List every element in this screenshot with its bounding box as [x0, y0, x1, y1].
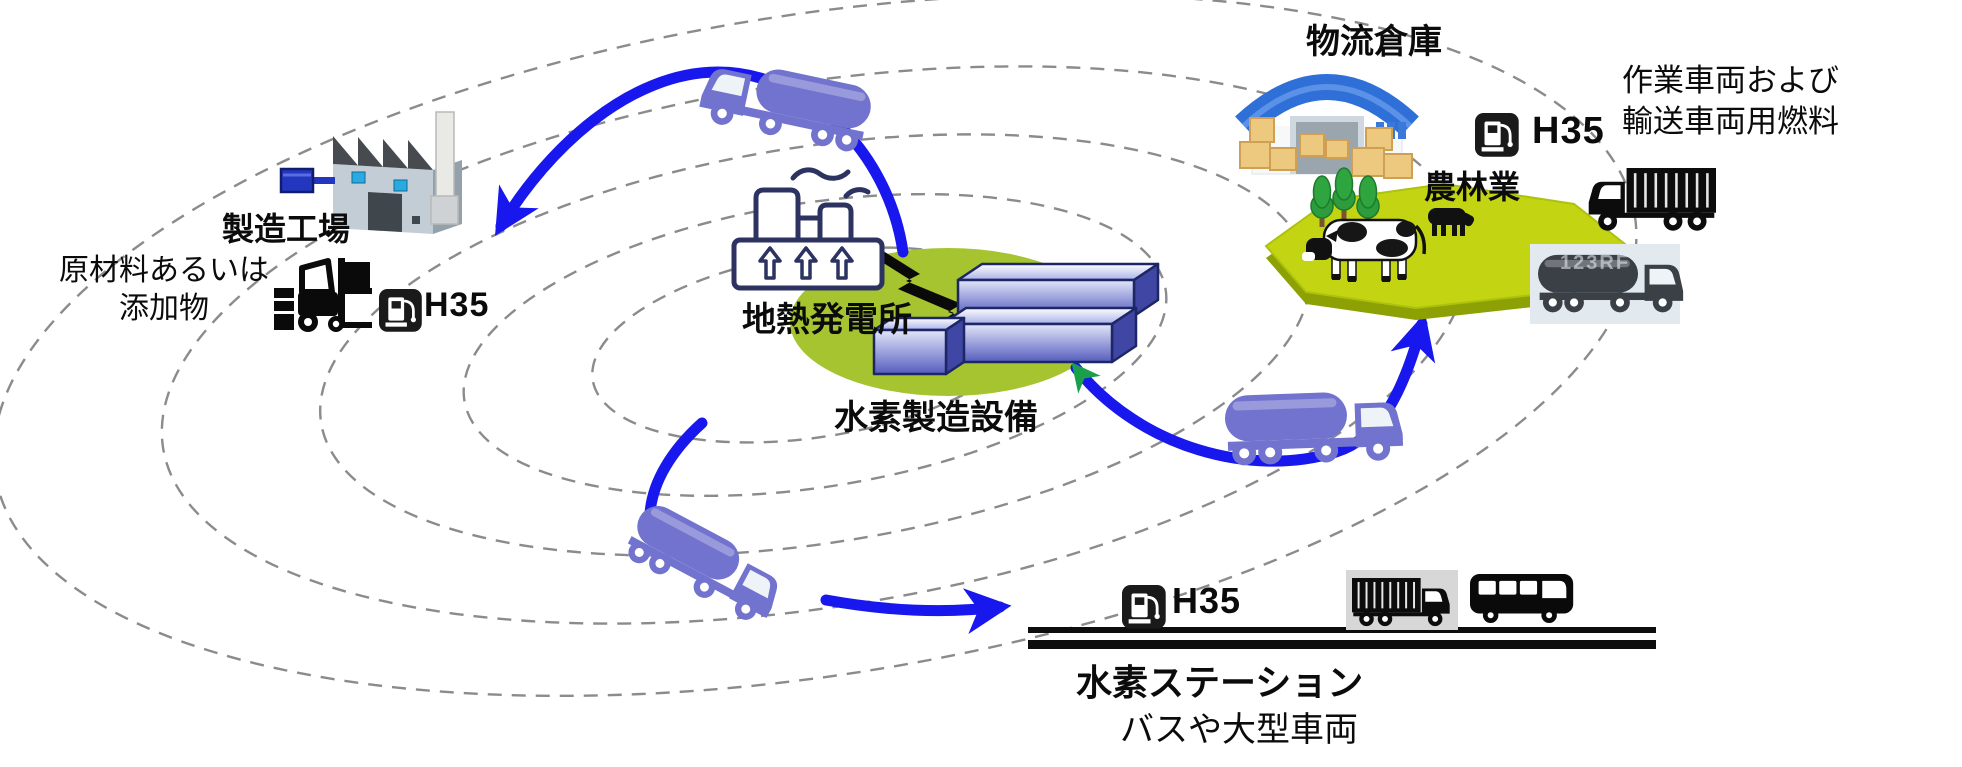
- factory-note: 原材料あるいは 添加物: [58, 252, 270, 328]
- route-to-station-lower: [820, 588, 1012, 635]
- cow-icon: [1302, 218, 1427, 282]
- fuel-usage-note-line1: 作業車両および: [1622, 63, 1839, 98]
- calf-icon: [1428, 208, 1475, 236]
- lightning-bolt-connector: [866, 244, 1040, 352]
- h35-label-factory: H35: [424, 286, 490, 324]
- delivery-routes: [495, 66, 1436, 635]
- road: [1028, 640, 1656, 649]
- geothermal-plant-label: 地熱発電所: [742, 301, 912, 339]
- cargo-container-icon: [279, 167, 335, 194]
- fuel-pump-icon: [1473, 111, 1521, 159]
- hydrogen-station-label: 水素ステーション: [1076, 662, 1364, 703]
- forklift-icon: [274, 258, 372, 332]
- warehouse-icon: [1235, 74, 1419, 179]
- container-truck-right: [1587, 166, 1718, 233]
- h35-label-station: H35: [1172, 580, 1242, 621]
- h35-label-topright: H35: [1532, 110, 1605, 152]
- tanker-truck-bottom: [619, 498, 791, 630]
- station-note: バスや大型車両: [1120, 711, 1358, 749]
- factory-note-line2: 添加物: [119, 292, 209, 325]
- tanker-truck-top: [696, 54, 875, 155]
- factory-icon: [333, 111, 462, 234]
- fuel-pump-icon: [1120, 583, 1168, 631]
- fuel-usage-note: 作業車両および 輸送車両用燃料: [1622, 60, 1839, 142]
- factory-note-line1: 原材料あるいは: [59, 254, 269, 287]
- stock-watermark: 123RF: [1560, 252, 1631, 274]
- warehouse-label: 物流倉庫: [1306, 23, 1442, 61]
- fuel-usage-note-line2: 輸送車両用燃料: [1622, 104, 1839, 139]
- route-to-station-upper: [644, 417, 708, 520]
- agriculture-label: 農林業: [1424, 169, 1521, 205]
- hydrogen-facility-label: 水素製造設備: [834, 399, 1038, 437]
- bus-icon: [1470, 574, 1574, 624]
- road: [1028, 627, 1656, 633]
- factory-label: 製造工場: [222, 211, 351, 247]
- fuel-pump-icon: [377, 287, 424, 334]
- route-to-agriculture: [1070, 312, 1436, 467]
- geothermal-plant-icon: [731, 167, 885, 291]
